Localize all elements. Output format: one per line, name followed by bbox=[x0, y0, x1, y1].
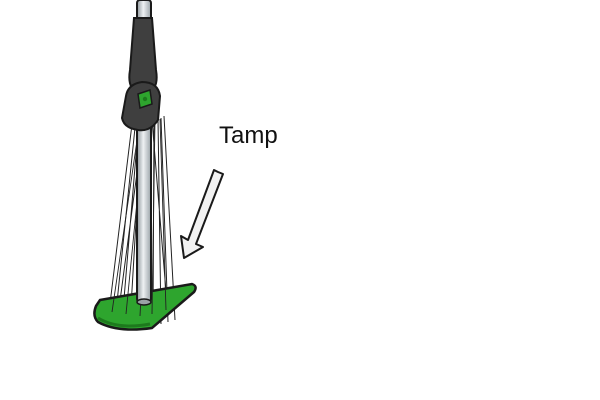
tamp-label: Tamp bbox=[219, 122, 278, 149]
left-rake-grip bbox=[128, 17, 158, 89]
left-rake-head bbox=[93, 282, 197, 331]
arrow-down-left-icon bbox=[180, 169, 224, 259]
left-rake bbox=[93, 0, 197, 331]
